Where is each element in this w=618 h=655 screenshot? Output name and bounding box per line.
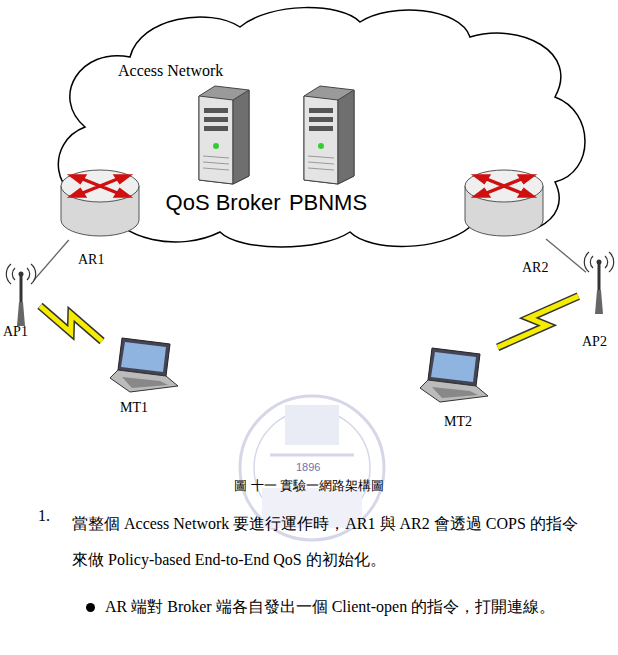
router-node: AR2 [462,168,546,240]
node-label: AR2 [522,260,548,276]
router-node: AR1 [58,168,142,240]
access-point: AP1 [8,262,34,328]
server-node: PBNMS [300,84,356,186]
connector-path [498,296,579,347]
laptop-terminal: MT2 [418,346,490,404]
laptop-icon [418,346,490,404]
figure-caption: 圖 十一 實驗一網路架構圖 [234,477,384,495]
antenna-icon [8,262,34,328]
wired-link [34,240,69,280]
node-label: AP1 [3,324,28,340]
node-label: Access Network [118,62,223,80]
body-paragraph: 當整個 Access Network 要進行運作時，AR1 與 AR2 會透過 … [72,506,592,578]
antenna-icon [586,250,612,316]
laptop-icon [108,336,180,394]
laptop-terminal: MT1 [108,336,180,394]
bullet-text: AR 端對 Broker 端各自發出一個 Client-open 的指令，打開連… [105,592,605,622]
node-label: AP2 [582,334,607,350]
node-label: QoS Broker [166,190,281,216]
wireless-link [498,296,579,347]
node-label: MT2 [444,414,472,430]
router-icon [462,168,546,240]
router-icon [58,168,142,240]
server-icon [300,84,356,186]
bolt-outline [498,296,579,347]
server-node: QoS Broker [195,84,251,186]
server-icon [195,84,251,186]
bolt-outline [40,306,102,341]
wireless-link [40,306,102,341]
wired-link [546,239,586,272]
bullet-dot [86,603,95,612]
node-label: MT1 [120,400,148,416]
connector-path [40,306,102,341]
connector-path [546,239,586,272]
connector-path [34,240,69,280]
list-number: 1. [38,506,50,525]
access-point: AP2 [586,250,612,316]
node-label: AR1 [78,252,104,268]
node-label: PBNMS [289,190,367,216]
watermark-text: 1896 [296,461,320,474]
